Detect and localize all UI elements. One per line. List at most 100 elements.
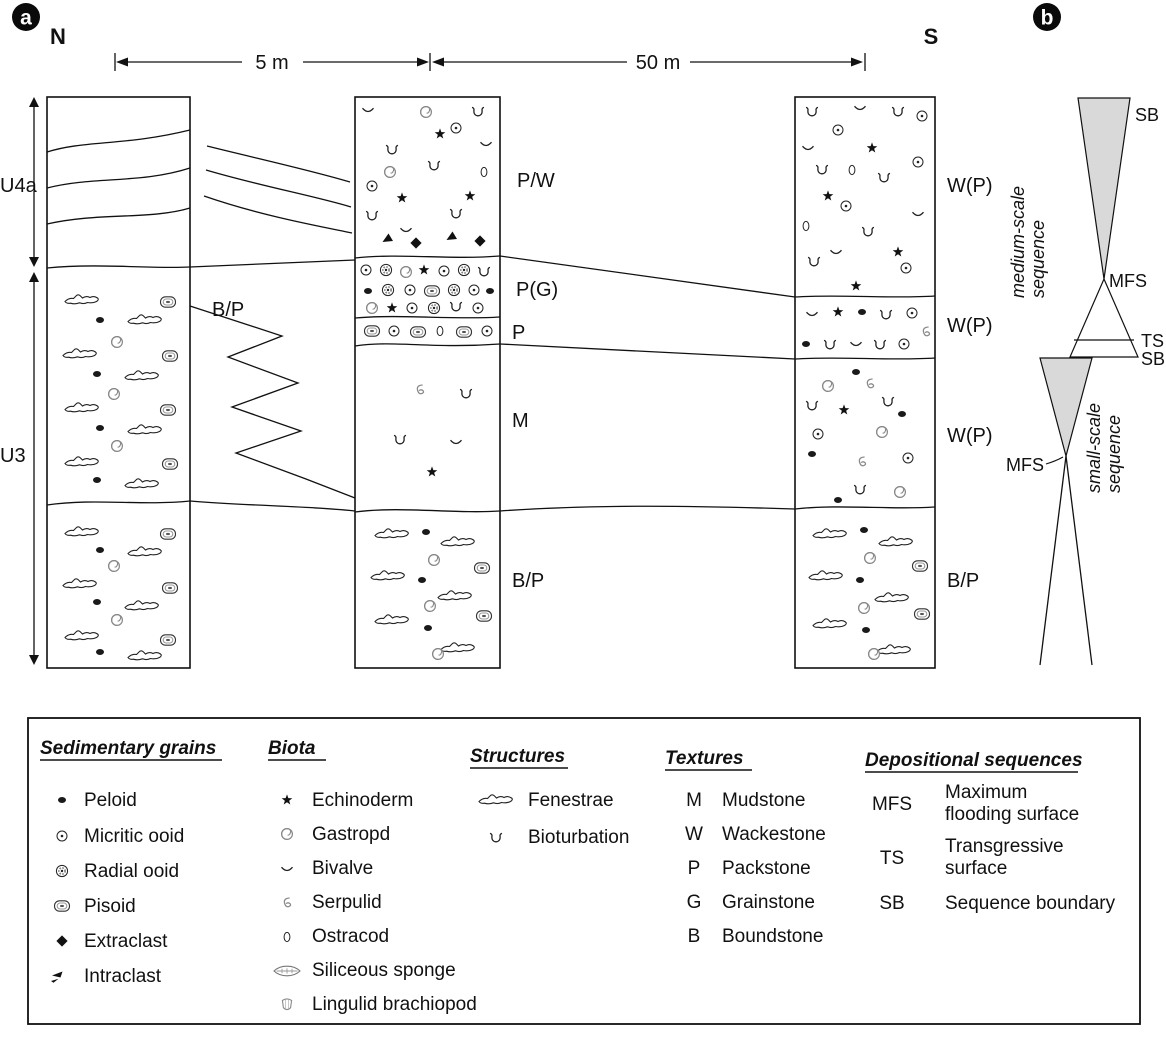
scale-5m-label: 5 m: [255, 52, 288, 74]
peloid-icon: [93, 371, 101, 377]
facies-label-col2: B/P: [512, 570, 544, 592]
legend-item-label: Ostracod: [312, 926, 389, 947]
pisoid-icon: [159, 404, 177, 416]
ostracod-icon: [848, 164, 856, 176]
column-outline: [794, 96, 936, 669]
micritic-ooid-icon: [902, 452, 914, 464]
gastropod-icon: [857, 601, 871, 615]
facies-label-col3: W(P): [947, 315, 993, 337]
peloid-icon: [808, 451, 816, 457]
column-outline: [354, 96, 501, 669]
pisoid-icon: [53, 900, 71, 912]
sequence-code: MFS: [872, 794, 912, 815]
gastropod-icon: [875, 425, 889, 438]
gastropod-icon: [432, 647, 444, 661]
section-boundary: [46, 265, 191, 269]
gastropod-icon: [110, 613, 124, 627]
facies-label-col2: M: [512, 410, 529, 432]
sb-mid-label: SB: [1141, 349, 1165, 369]
peloid-icon: [422, 529, 430, 535]
legend-item-label: Extraclast: [84, 931, 168, 952]
peloid-icon: [852, 369, 860, 375]
pisoid-icon: [475, 610, 493, 622]
arrowhead: [116, 57, 128, 67]
section-boundary: [354, 343, 501, 347]
micritic-ooid-icon: [832, 124, 844, 136]
sequence-code: SB: [879, 893, 904, 914]
legend-header-sedimentary: Sedimentary grains: [40, 738, 216, 759]
texture-name: Mudstone: [722, 790, 805, 811]
texture-name: Grainstone: [722, 892, 815, 913]
pisoid-icon: [911, 560, 929, 572]
texture-code: P: [688, 858, 701, 879]
legend-item-label: Radial ooid: [84, 861, 179, 882]
north-label: N: [50, 24, 66, 49]
micritic-ooid-icon: [468, 284, 480, 296]
legend-item-label: Peloid: [84, 790, 137, 811]
legend-item-label: Lingulid brachiopod: [312, 994, 477, 1015]
pisoid-icon: [161, 458, 179, 470]
peloid-icon: [96, 649, 104, 655]
bedding-line: [206, 145, 351, 183]
panel-b-badge-label: b: [1041, 7, 1054, 30]
pisoid-icon: [409, 326, 427, 338]
zigzag-interfingering: [189, 305, 356, 499]
arrowhead: [29, 97, 39, 107]
legend-header-depositional: Depositional sequences: [865, 750, 1083, 771]
unit-u3-label: U3: [0, 445, 26, 467]
pisoid-icon: [159, 634, 177, 646]
legend-item-label: Serpulid: [312, 892, 382, 913]
arrowhead: [432, 57, 444, 67]
legend-item-label: Gastropd: [312, 824, 390, 845]
medium-scale-sequence-label: medium-scalesequence: [1008, 186, 1048, 298]
medium-scale-line2: sequence: [1028, 220, 1048, 298]
column-2: [354, 96, 501, 669]
peloid-icon: [834, 497, 842, 503]
correlation-line: [499, 343, 796, 360]
micritic-ooid-icon: [840, 200, 852, 212]
legend-item-label: Bioturbation: [528, 827, 629, 848]
facies-label-col1: B/P: [212, 299, 244, 321]
legend-box: [27, 717, 1141, 1025]
gastropod-icon: [110, 439, 124, 452]
legend-item-label: Pisoid: [84, 896, 136, 917]
legend-item-label: Siliceous sponge: [312, 960, 456, 981]
bedding-line: [203, 195, 353, 234]
peloid-icon: [96, 317, 104, 323]
sequence-name: surface: [945, 858, 1007, 879]
gastropod-icon: [384, 165, 396, 178]
medium-scale-line1: medium-scale: [1008, 186, 1028, 298]
gastropod-icon: [428, 553, 440, 567]
texture-code: G: [687, 892, 702, 913]
facies-label-col2: P(G): [516, 279, 558, 301]
peloid-icon: [93, 477, 101, 483]
radial-ooid-icon: [427, 301, 441, 315]
unit-u4a-label: U4a: [0, 175, 38, 197]
sequence-name: flooding surface: [945, 804, 1079, 825]
arrowhead: [29, 272, 39, 282]
micritic-ooid-icon: [360, 264, 372, 276]
ostracod-icon: [436, 325, 444, 337]
pisoid-icon: [913, 608, 931, 620]
micritic-ooid-icon: [366, 180, 378, 192]
sequence-name: Sequence boundary: [945, 893, 1116, 914]
peloid-icon: [802, 341, 810, 347]
sequence-name: Transgressive: [945, 836, 1064, 857]
facies-label-col3: B/P: [947, 570, 979, 592]
small-sequence-upper-triangle: [1039, 357, 1093, 459]
micritic-ooid-icon: [56, 830, 68, 842]
pisoid-icon: [363, 325, 381, 337]
radial-ooid-icon: [457, 263, 471, 277]
micritic-ooid-icon: [912, 156, 924, 168]
legend-item-label: Bivalve: [312, 858, 373, 879]
column-1: [46, 96, 191, 669]
correlation-line: [189, 259, 356, 268]
pisoid-icon: [159, 296, 177, 308]
legend-item-label: Micritic ooid: [84, 826, 184, 847]
panel-a: a N S 5 m 50 m U4a U3: [0, 3, 993, 669]
peloid-icon: [424, 625, 432, 631]
panel-a-badge-label: a: [20, 7, 32, 30]
small-scale-sequence-label: small-scalesequence: [1084, 403, 1124, 493]
